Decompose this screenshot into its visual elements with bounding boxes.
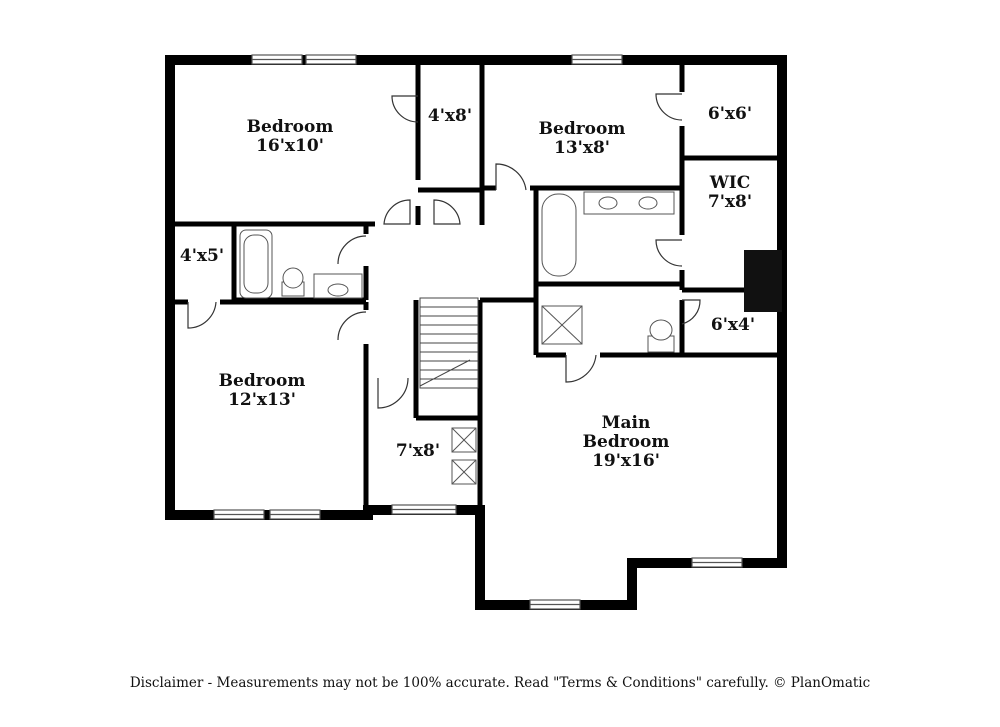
closet-4x5-size: 4'x5' bbox=[180, 246, 224, 266]
main-bedroom-name-line1: Main bbox=[602, 413, 651, 433]
chimney-block bbox=[744, 250, 782, 312]
bedroom-2-size: 13'x8' bbox=[554, 138, 610, 158]
closet-4x8-size: 4'x8' bbox=[428, 106, 472, 126]
main-bedroom-size: 19'x16' bbox=[592, 451, 660, 471]
room-labels: Bedroom 16'x10' 4'x8' Bedroom 13'x8' 6'x… bbox=[180, 104, 755, 471]
double-vanity-fixture bbox=[583, 191, 675, 215]
windows bbox=[213, 54, 743, 610]
floor-plan: Bedroom 16'x10' 4'x8' Bedroom 13'x8' 6'x… bbox=[165, 54, 787, 610]
main-bedroom-name-line2: Bedroom bbox=[583, 432, 670, 452]
bedroom-3-size: 12'x13' bbox=[228, 390, 296, 410]
interior-walls bbox=[170, 60, 782, 510]
doors bbox=[187, 93, 701, 409]
bedroom-3-name: Bedroom bbox=[219, 371, 306, 391]
bedroom-1-size: 16'x10' bbox=[256, 136, 324, 156]
wic-size: 7'x8' bbox=[708, 192, 752, 212]
freestanding-tub-fixture bbox=[541, 193, 577, 277]
wic-name: WIC bbox=[709, 173, 751, 193]
bedroom-2-name: Bedroom bbox=[539, 119, 626, 139]
stairs bbox=[419, 297, 479, 389]
fixtures bbox=[239, 191, 675, 485]
hall-7x8-size: 7'x8' bbox=[396, 441, 440, 461]
closet-6x4-size: 6'x4' bbox=[711, 315, 755, 335]
disclaimer-text: Disclaimer - Measurements may not be 100… bbox=[129, 675, 871, 691]
bedroom-1-name: Bedroom bbox=[247, 117, 334, 137]
closet-6x6-size: 6'x6' bbox=[708, 104, 752, 124]
